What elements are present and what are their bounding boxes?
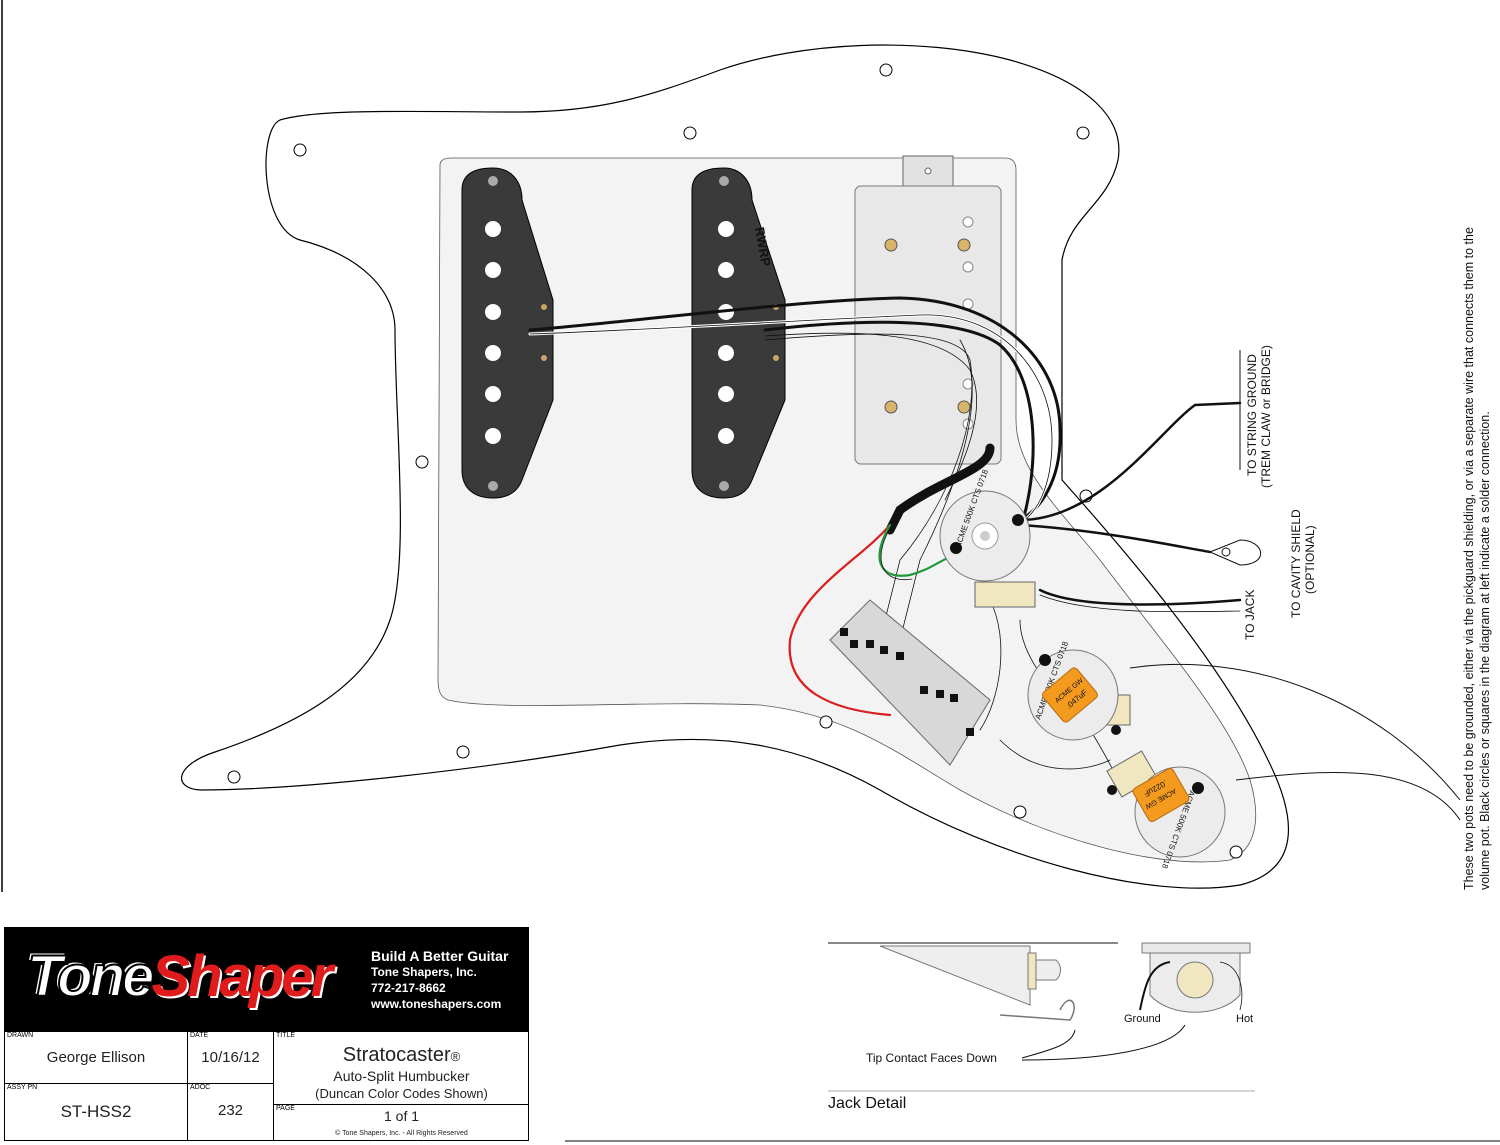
cell-drawn: DRAWN George Ellison [5, 1031, 187, 1083]
company-phone: 772-217-8662 [371, 981, 446, 995]
string-ground-sublabel: (TREM CLAW or BRIDGE) [1259, 345, 1273, 488]
cavity-shield-sublabel: (OPTIONAL) [1303, 525, 1317, 594]
toneshaper-logo: ToneShaper [26, 942, 333, 1012]
cell-page: PAGE 1 of 1 © Tone Shapers, Inc. - All R… [273, 1104, 529, 1140]
screw-hole [415, 455, 429, 469]
middle-pickup: RWRP [691, 167, 786, 499]
title-value: Stratocaster® [274, 1044, 529, 1067]
screw-hole [879, 63, 893, 77]
adoc-caption: ADOC [190, 1084, 211, 1091]
registered-mark: ® [450, 1049, 461, 1064]
assy-caption: ASSY PN [7, 1084, 38, 1091]
volume-pot: ACME 500K CTS 0718 [939, 468, 1036, 608]
screw-hole [227, 770, 241, 784]
screw-hole [1013, 805, 1027, 819]
screw-hole [293, 143, 307, 157]
screw-hole [1229, 845, 1243, 859]
ground-note-line1: These two pots need to be grounded, eith… [1462, 224, 1492, 890]
screw-hole [819, 715, 833, 729]
capacitor-022 [1132, 768, 1190, 822]
string-ground-label: TO STRING GROUND [1245, 354, 1259, 476]
tip-contact-note: Tip Contact Faces Down [866, 1051, 997, 1065]
tone-pot-2: ACME 500K CTS 0718 ACME GW .022uF [1106, 750, 1226, 870]
copyright-text: © Tone Shapers, Inc. - All Rights Reserv… [335, 1130, 468, 1137]
ground-note-line2: volume pot. Black circles or squares in … [1478, 411, 1492, 890]
pickup-wires [528, 296, 1242, 791]
logo-part-2: Shaper [151, 944, 333, 1009]
logo-part-1: Tone [26, 943, 155, 1010]
cell-date: DATE 10/16/12 [187, 1031, 273, 1083]
five-way-switch [829, 599, 991, 766]
adoc-value: 232 [217, 1102, 244, 1119]
rwrp-label: RWRP [752, 226, 774, 268]
jack-ground-label: Ground [1124, 1013, 1161, 1025]
cavity-shield-lug [1208, 539, 1262, 566]
company-tagline: Build A Better Guitar [371, 948, 509, 964]
cell-title: TITLE Stratocaster® Auto-Split Humbucker… [273, 1031, 529, 1104]
assy-value: ST-HSS2 [60, 1102, 132, 1121]
company-name: Tone Shapers, Inc. [371, 965, 477, 979]
neck-pickup [461, 167, 554, 499]
screw-holes [227, 63, 1243, 859]
subtitle2-value: (Duncan Color Codes Shown) [315, 1086, 488, 1101]
title-block-header: ToneShaper Build A Better Guitar Tone Sh… [5, 928, 528, 1031]
cavity-shield-label: TO CAVITY SHIELD [1289, 509, 1303, 618]
note-arrows [1129, 663, 1461, 821]
page-caption: PAGE [276, 1105, 295, 1112]
date-caption: DATE [190, 1032, 209, 1039]
tone-pot-1: ACME 500K CTS 0718 ACME GW .047uF [1027, 640, 1131, 741]
title-block: ToneShaper Build A Better Guitar Tone Sh… [4, 927, 529, 1141]
cell-adoc: ADOC 232 [187, 1083, 273, 1140]
subtitle-value: Auto-Split Humbucker [333, 1068, 470, 1084]
capacitor-047 [1042, 667, 1098, 723]
jack-detail-title: Jack Detail [828, 1095, 906, 1112]
cell-assy: ASSY PN ST-HSS2 [5, 1083, 187, 1140]
screw-hole [1076, 126, 1090, 140]
company-website: www.toneshapers.com [371, 997, 502, 1011]
ground-note: These two pots need to be grounded, eith… [1462, 227, 1476, 890]
drawn-caption: DRAWN [7, 1032, 34, 1039]
jack-hot-label: Hot [1236, 1013, 1253, 1025]
title-caption: TITLE [276, 1032, 296, 1039]
bridge-humbucker [854, 155, 1002, 465]
drawn-value: George Ellison [46, 1049, 146, 1066]
screw-hole [456, 745, 470, 759]
screw-hole [683, 126, 697, 140]
to-jack-label: TO JACK [1243, 590, 1257, 640]
page-value: 1 of 1 [383, 1108, 420, 1124]
title-text: Stratocaster [342, 1044, 451, 1066]
date-value: 10/16/12 [201, 1049, 260, 1066]
jack-detail: Jack Detail Tip Contact Faces Down Groun… [828, 942, 1255, 1112]
company-info: Build A Better Guitar Tone Shapers, Inc.… [371, 948, 508, 1012]
